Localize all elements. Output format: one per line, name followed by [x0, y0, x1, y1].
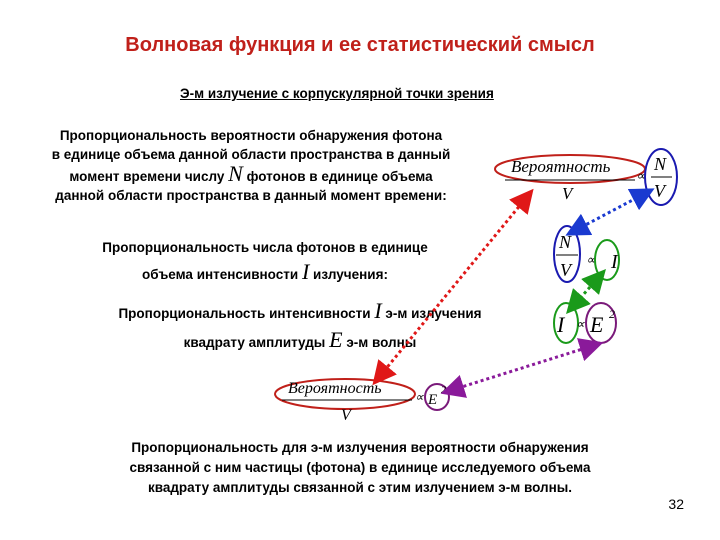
p2-line2-b: излучения: — [313, 267, 388, 282]
arrow-green-dotted — [566, 269, 606, 314]
i-low: I — [556, 312, 566, 337]
symbol-n: N — [228, 161, 243, 186]
ellipse-probability-bottom — [274, 378, 416, 410]
arrow-blue-dotted — [565, 188, 655, 236]
arrow-purple-dotted — [440, 338, 604, 398]
slide-number: 32 — [668, 496, 684, 512]
exp-low: 2 — [609, 307, 615, 321]
symbol-e: E — [329, 327, 343, 352]
e-bottom: E — [427, 392, 437, 408]
p2-line2-a: объема интенсивности — [142, 267, 299, 282]
p1-line3: момент времени числу N фотонов в единице… — [8, 161, 494, 186]
ellipse-i-mid — [594, 239, 620, 281]
p3-line2-a: квадрату амплитуды — [183, 335, 326, 350]
symbol-i: I — [301, 259, 310, 284]
p1-line2: в единице объема данной области простран… — [51, 147, 451, 162]
v-top: V — [562, 184, 575, 203]
p4-line2: связанной с ним частицы (фотона) в едини… — [129, 460, 591, 475]
prob-word-bottom: Вероятность — [288, 380, 382, 397]
p1-line3-a: момент времени числу — [69, 169, 225, 184]
i-mid: I — [610, 251, 619, 273]
p4-line1: Пропорциональность для э-м излучения вер… — [131, 440, 589, 455]
slide-subtitle: Э-м излучение с корпускулярной точки зре… — [180, 86, 494, 101]
p1-line4: данной области пространства в данный мом… — [55, 188, 447, 203]
prob-word-top: Вероятность — [511, 157, 611, 176]
arrow-red-dotted — [372, 188, 534, 386]
v-mid: V — [560, 260, 573, 280]
p3-line1-a: Пропорциональность интенсивности — [118, 306, 371, 321]
paragraph-photon-probability: Пропорциональность вероятности обнаружен… — [8, 126, 494, 205]
prop-top: ∝ — [636, 168, 646, 183]
paragraph-photon-intensity: Пропорциональность числа фотонов в едини… — [60, 236, 470, 287]
e-low: E — [589, 312, 604, 337]
paragraph-conclusion: Пропорциональность для э-м излучения вер… — [60, 438, 660, 498]
exp-bottom: 2 — [441, 385, 446, 396]
p4-line3: квадрату амплитуды связанной с этим излу… — [147, 480, 573, 495]
slide-title: Волновая функция и ее статистический смы… — [125, 34, 595, 56]
ellipse-n-v-top — [644, 148, 678, 206]
n-top: N — [653, 154, 667, 174]
prop-low: ∝ — [576, 317, 585, 331]
p2-line1: Пропорциональность числа фотонов в едини… — [102, 240, 428, 255]
n-mid: N — [558, 232, 572, 252]
p1-line1: Пропорциональность вероятности обнаружен… — [59, 128, 443, 143]
prop-bottom: ∝ — [415, 390, 424, 404]
v-bottom: V — [341, 407, 353, 424]
p1-line3-b: фотонов в единице объема — [246, 169, 433, 184]
v-top-2: V — [654, 181, 667, 201]
p2-line2: объема интенсивности I излучения: — [60, 260, 470, 287]
prop-mid: ∝ — [586, 252, 596, 267]
